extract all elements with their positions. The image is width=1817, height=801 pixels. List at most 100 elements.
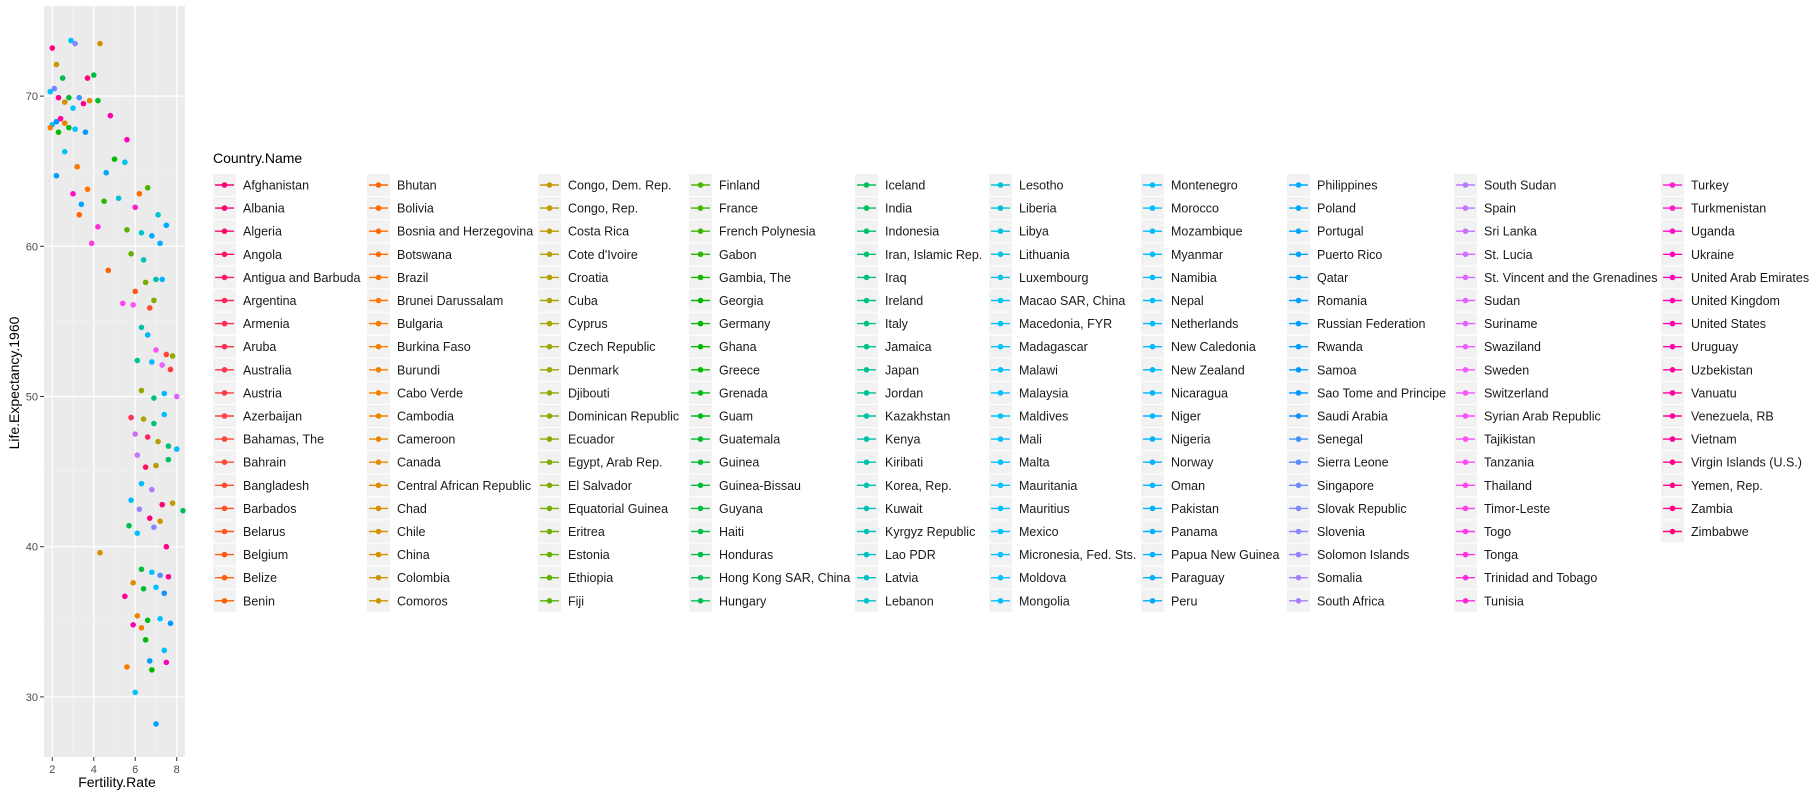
legend-key-point <box>375 182 382 188</box>
legend-entry-label: Macedonia, FYR <box>1019 317 1112 331</box>
legend-entry-label: India <box>885 202 912 216</box>
legend-entry-label: Korea, Rep. <box>885 479 952 493</box>
legend-entry-label: Kazakhstan <box>885 410 950 424</box>
data-point <box>144 184 151 191</box>
legend-key-point <box>1295 598 1302 604</box>
legend-key-point <box>375 274 382 281</box>
legend-key-point <box>375 459 382 466</box>
data-point <box>155 438 161 445</box>
legend-key-point <box>1462 598 1469 604</box>
data-point <box>130 579 136 586</box>
legend-key-point <box>1295 505 1302 512</box>
legend-key-point <box>221 274 228 281</box>
legend-entry-label: Tonga <box>1484 548 1518 562</box>
legend-entry-label: Switzerland <box>1484 386 1549 400</box>
legend-entry-label: Guyana <box>719 502 763 516</box>
legend-key-point <box>375 551 382 558</box>
legend-entry-label: Ethiopia <box>568 571 613 585</box>
legend-key-point <box>221 320 228 327</box>
data-point <box>95 97 101 104</box>
data-point <box>53 172 60 179</box>
legend-key-point <box>1149 343 1156 350</box>
data-point <box>55 129 62 135</box>
legend-key-point <box>221 228 228 234</box>
data-point <box>173 446 180 452</box>
legend-entry-label: Lebanon <box>885 594 934 608</box>
legend-key-point <box>375 574 382 581</box>
legend-entry-label: Turkmenistan <box>1691 202 1766 216</box>
data-point <box>128 497 134 503</box>
data-point <box>128 414 134 421</box>
data-point <box>163 543 170 550</box>
legend-entry-label: Trinidad and Tobago <box>1484 571 1597 585</box>
data-point <box>124 226 130 233</box>
legend: Country.Name AfghanistanAlbaniaAlgeriaAn… <box>213 150 1809 612</box>
legend-key-point <box>997 182 1004 188</box>
legend-key-point <box>1149 482 1156 489</box>
legend-key-point <box>863 228 870 234</box>
legend-entry-label: Chad <box>397 502 427 516</box>
data-point <box>136 506 143 512</box>
legend-entry-label: Mauritania <box>1019 479 1077 493</box>
legend-key-point <box>546 297 553 304</box>
legend-key-point <box>997 598 1004 604</box>
legend-entry-label: Botswana <box>397 248 452 262</box>
legend-entry-label: Paraguay <box>1171 571 1225 585</box>
legend-entry-label: Spain <box>1484 202 1516 216</box>
grid-minor <box>44 6 185 757</box>
legend-key-point <box>997 459 1004 466</box>
data-point <box>169 500 176 506</box>
legend-key-point <box>863 182 870 188</box>
data-point <box>149 233 155 239</box>
data-point <box>76 94 83 101</box>
legend-key-point <box>697 297 704 304</box>
legend-key-point <box>1462 343 1469 350</box>
data-point <box>95 223 101 230</box>
data-point <box>167 366 174 373</box>
y-tick-label: 50 <box>26 392 38 404</box>
legend-key-point <box>997 205 1004 211</box>
legend-entry-label: Costa Rica <box>568 225 629 239</box>
legend-key-point <box>1669 528 1676 535</box>
legend-key-point <box>1149 574 1156 581</box>
legend-key-point <box>1149 367 1156 373</box>
legend-key-point <box>997 436 1004 442</box>
data-point <box>84 75 91 81</box>
data-point <box>163 659 170 666</box>
legend-entry-label: Uganda <box>1691 225 1735 239</box>
legend-entry-label: Philippines <box>1317 179 1377 193</box>
data-point <box>163 351 170 358</box>
legend-key-point <box>697 274 704 281</box>
data-point <box>159 362 165 368</box>
legend-entry-label: Congo, Dem. Rep. <box>568 179 672 193</box>
legend-entry-label: Jamaica <box>885 340 932 354</box>
data-point <box>142 464 149 470</box>
legend-entry-label: St. Lucia <box>1484 248 1533 262</box>
legend-key-point <box>1669 228 1676 234</box>
legend-entry-label: Ghana <box>719 340 757 354</box>
data-point <box>66 124 72 131</box>
legend-key-point <box>375 228 382 234</box>
data-point <box>159 501 165 508</box>
legend-key-point <box>697 574 704 581</box>
legend-entry-label: El Salvador <box>568 479 632 493</box>
data-point <box>76 211 83 218</box>
legend-key-point <box>863 482 870 489</box>
legend-key-point <box>997 228 1004 234</box>
legend-entry-label: Madagascar <box>1019 340 1088 354</box>
legend-key-point <box>1295 343 1302 350</box>
legend-key-point <box>697 528 704 535</box>
legend-key-point <box>221 343 228 350</box>
legend-entry-label: Dominican Republic <box>568 410 679 424</box>
legend-entry-label: Cyprus <box>568 317 608 331</box>
legend-key-point <box>863 413 870 419</box>
legend-key-point <box>1295 274 1302 281</box>
data-point <box>161 390 168 397</box>
legend-key-point <box>997 505 1004 512</box>
legend-entry-label: United Arab Emirates <box>1691 271 1809 285</box>
legend-key-point <box>1149 459 1156 466</box>
legend-entry-label: Albania <box>243 202 285 216</box>
legend-key-point <box>863 436 870 442</box>
legend-entry-label: Poland <box>1317 202 1356 216</box>
